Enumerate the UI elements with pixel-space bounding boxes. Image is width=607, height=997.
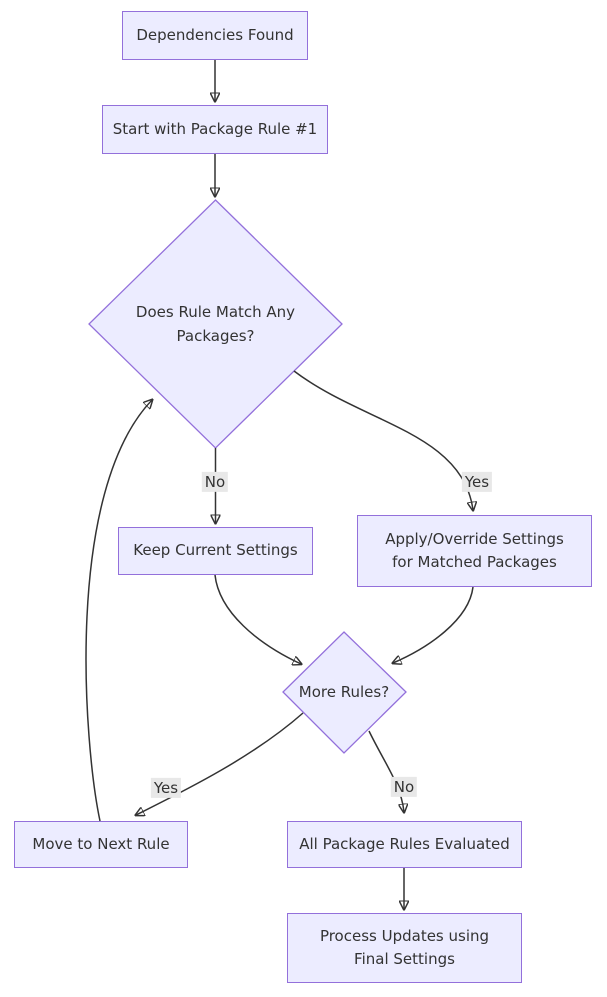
edge-more-no — [368, 730, 404, 812]
edge-label-no-match: No — [201, 471, 229, 493]
node-move-to-next-rule: Move to Next Rule — [14, 821, 188, 868]
node-apply-override-settings: Apply/Override Settings for Matched Pack… — [357, 515, 592, 587]
edge-keep-to-more — [214, 574, 301, 664]
edge-label-no-more: No — [390, 776, 418, 798]
decision-more-rules-shape — [282, 631, 407, 754]
node-process-updates: Process Updates using Final Settings — [287, 913, 522, 983]
edge-apply-to-more — [393, 586, 474, 663]
edge-label-yes-more: Yes — [150, 777, 182, 799]
node-start-with-package-rule-1: Start with Package Rule #1 — [102, 105, 328, 154]
node-dependencies-found: Dependencies Found — [122, 11, 308, 60]
edge-more-yes — [136, 712, 304, 815]
decision-rule-match-shape — [88, 199, 343, 449]
node-keep-current-settings: Keep Current Settings — [118, 527, 313, 575]
edge-decision-yes — [293, 370, 473, 510]
edge-move-loop-to-decision — [85, 400, 152, 822]
edge-label-yes-match: Yes — [461, 471, 493, 493]
node-all-package-rules-evaluated: All Package Rules Evaluated — [287, 821, 522, 868]
